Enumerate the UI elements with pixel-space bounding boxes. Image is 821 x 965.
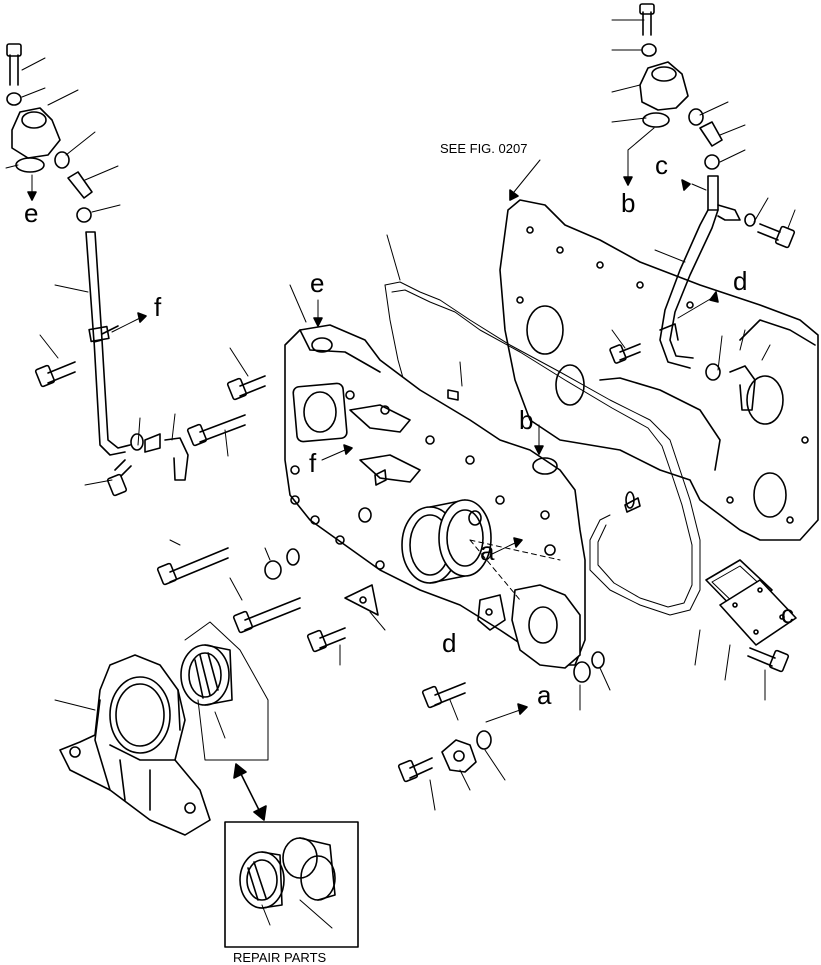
bolt-left-pipe-clamp — [34, 361, 76, 388]
bolt-center-housing — [609, 343, 641, 364]
repair-parts-box — [224, 821, 359, 948]
ref-letter-c-right: c — [781, 599, 794, 629]
bearing-callout-lines — [184, 621, 269, 761]
ref-letter-e-top: e — [310, 268, 325, 298]
bolt-lower-center — [421, 682, 466, 709]
front-oil-seal — [401, 499, 492, 584]
front-cover-gasket — [384, 281, 701, 616]
access-cover-plate — [705, 559, 797, 646]
bolt-flange-lower — [397, 757, 433, 783]
see-fig-note: SEE FIG. 0207 — [440, 141, 528, 156]
ref-letter-d-top: d — [733, 266, 748, 296]
ref-letter-d-center: d — [442, 628, 457, 658]
bolt-left-long-1 — [156, 547, 229, 586]
front-cover — [284, 324, 586, 666]
repair-parts-caption: REPAIR PARTS — [233, 950, 327, 965]
bearing-cartridge — [180, 644, 233, 706]
right-dashed-arrows — [623, 127, 719, 319]
ref-letter-b-top: b — [621, 188, 636, 218]
ref-letter-f-center: f — [309, 448, 317, 478]
ref-letter-f-left: f — [154, 292, 162, 322]
bolt-top-left-vertical — [6, 43, 22, 86]
ref-letter-e-left: e — [24, 198, 39, 228]
bolt-right-cover — [747, 647, 790, 673]
washers-and-nuts — [6, 43, 756, 683]
breather-cap-left — [11, 107, 189, 481]
left-dashed-arrows — [27, 174, 147, 333]
ref-letter-a-right: a — [537, 680, 552, 710]
repair-double-arrow — [233, 763, 267, 821]
bolt-bottom-left-pipe — [106, 459, 132, 497]
bolt-left-long-2 — [232, 597, 301, 634]
breather-cap-right — [639, 61, 756, 411]
rear-housing-plate — [499, 199, 819, 541]
ref-letter-a-center: a — [480, 536, 495, 566]
ref-letter-c-top: c — [655, 150, 668, 180]
front-cover-lower-boss — [477, 584, 581, 669]
ref-arrows — [313, 159, 544, 723]
triangle-stay — [344, 584, 379, 616]
dowel-pins — [374, 389, 641, 513]
bolt-top-right-banjo — [757, 223, 796, 249]
ref-letter-b-center: b — [519, 405, 534, 435]
alignment-dashed-lines — [469, 539, 561, 601]
bolt-left-mid — [186, 414, 246, 447]
small-flange — [441, 730, 492, 773]
bolt-upper-short — [226, 375, 266, 401]
front-support-bracket — [59, 654, 211, 836]
callout-leader-lines — [5, 19, 796, 929]
bolt-top-right-vertical — [639, 3, 655, 36]
bolt-bracket — [306, 627, 346, 653]
